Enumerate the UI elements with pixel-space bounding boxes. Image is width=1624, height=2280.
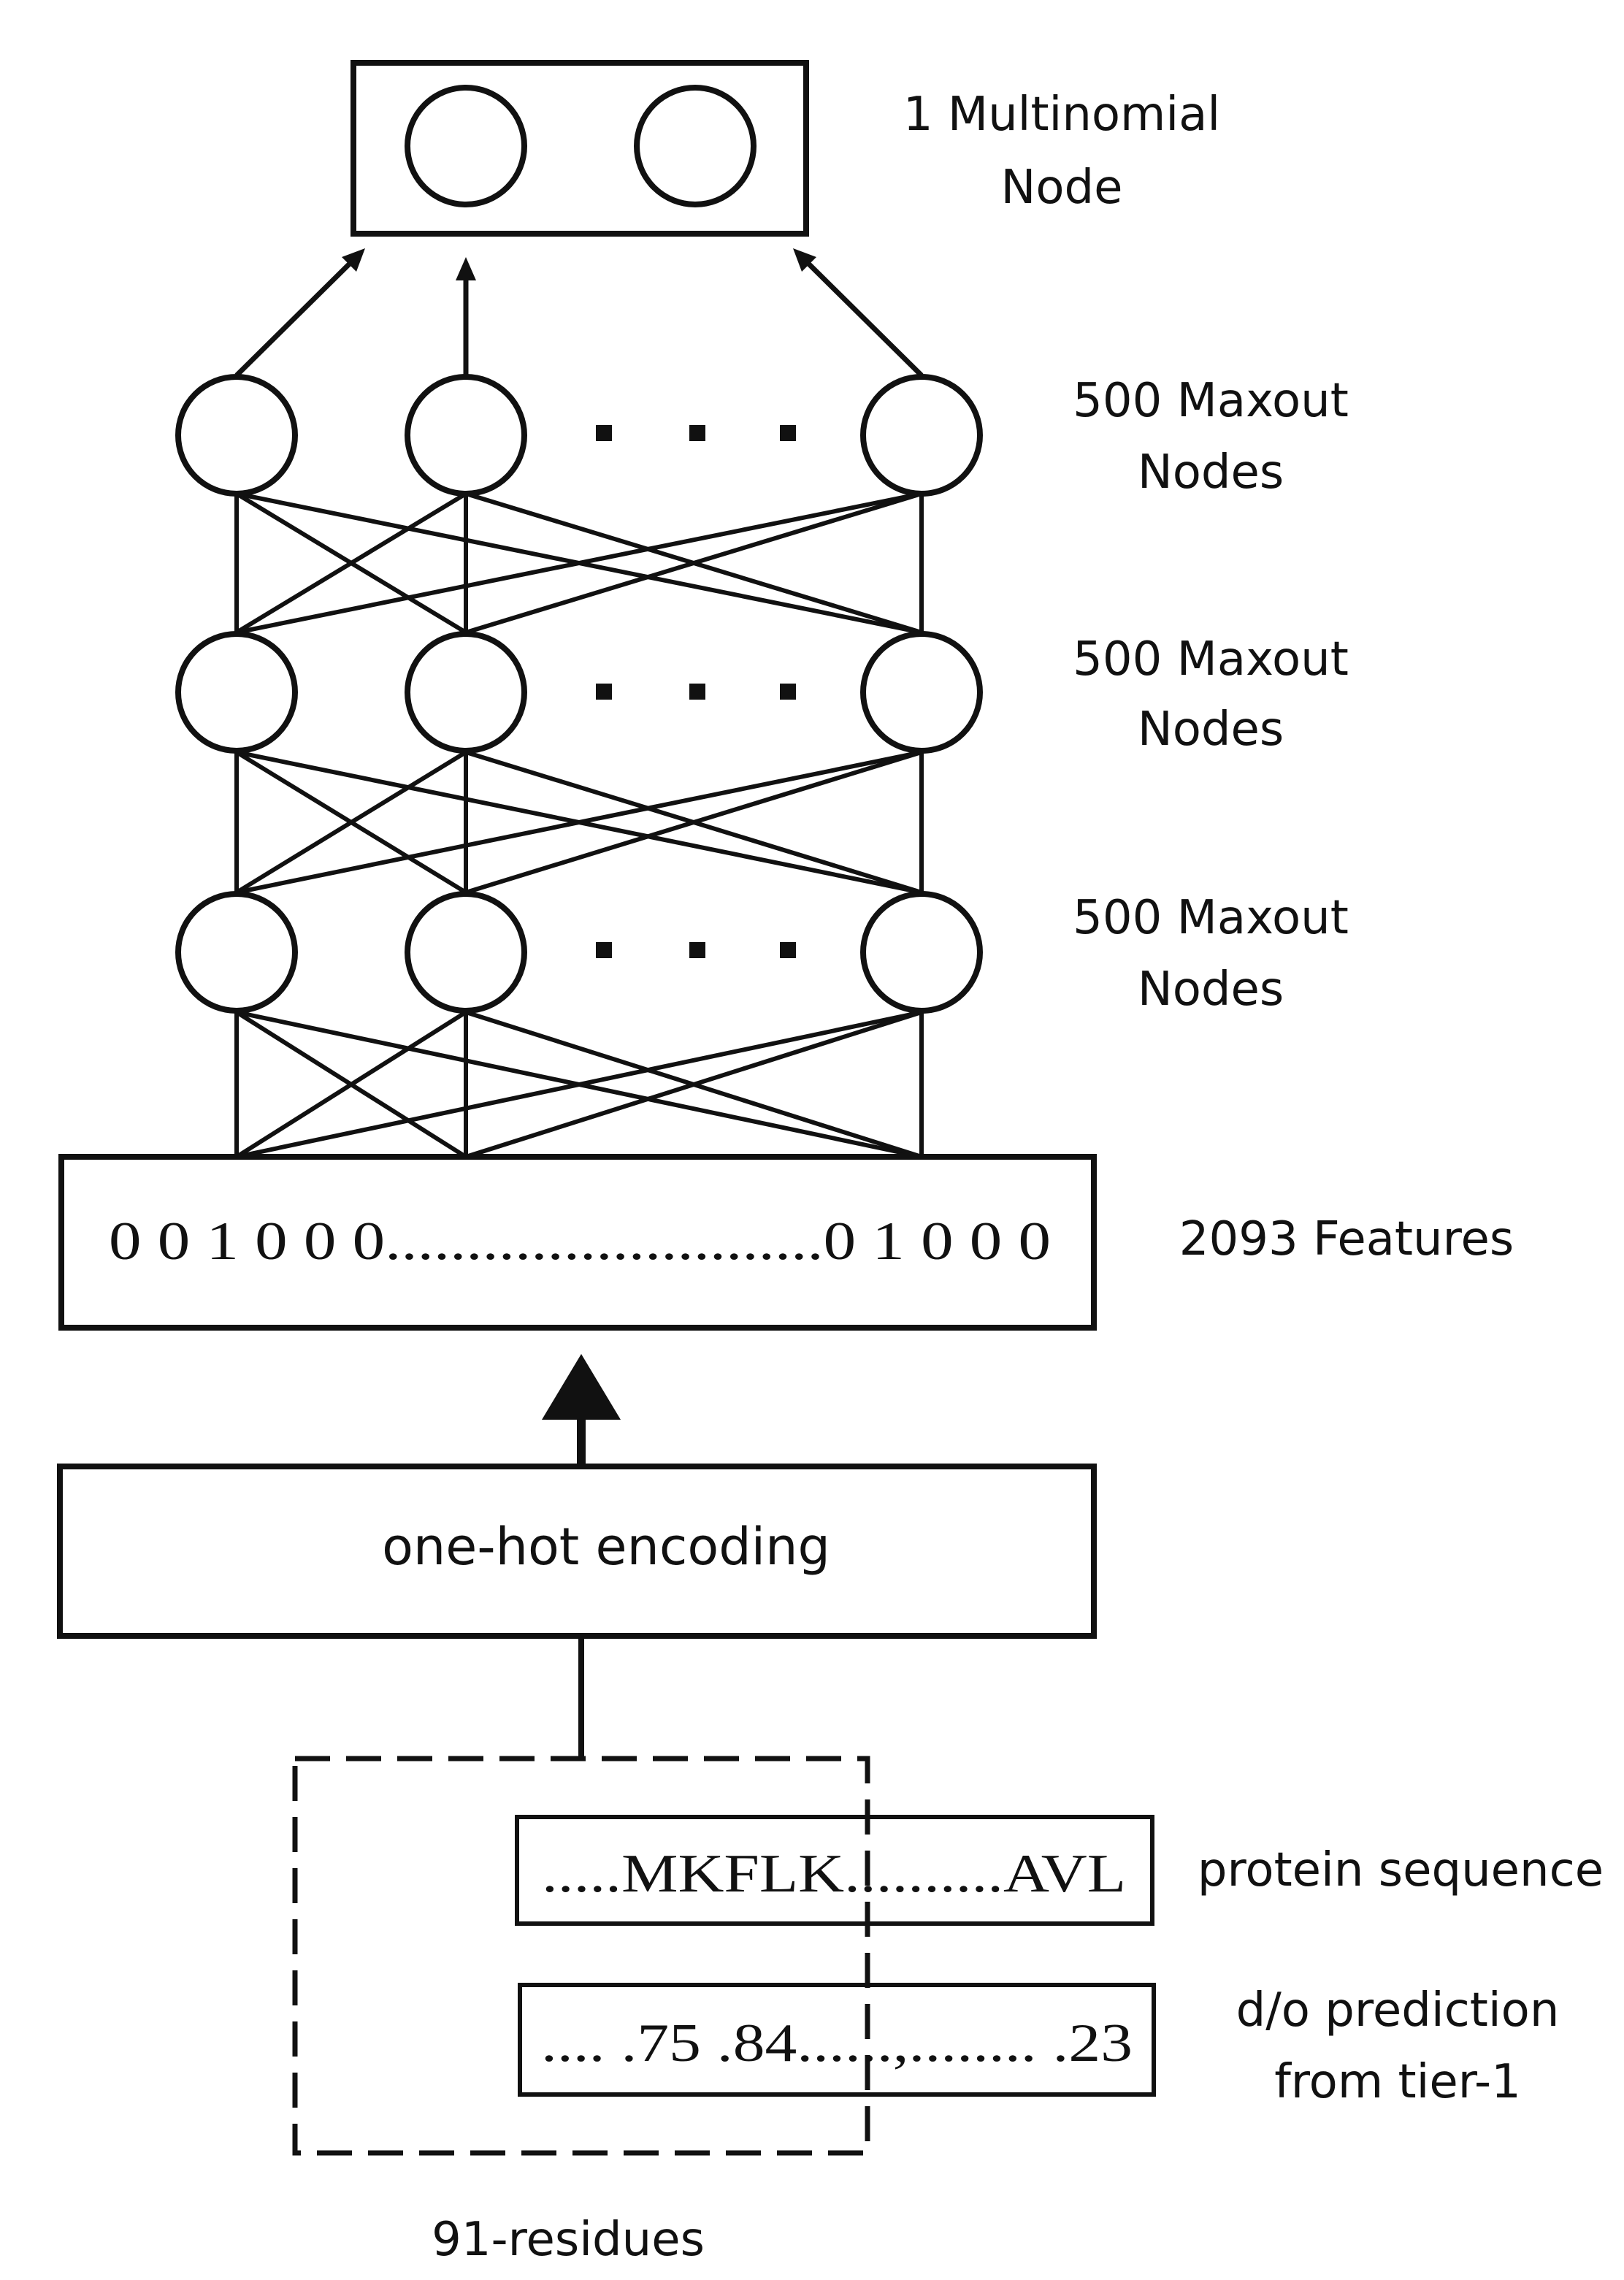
window-label: 91-residues [432,2213,705,2267]
arrow-head [456,257,476,280]
hidden-layer-3 [175,374,983,497]
output-node [405,85,527,207]
feature-layer-label: 2093 Features [1179,1212,1514,1266]
feature-layer: 0 0 1 0 0 0...........................0 … [58,1154,1097,1331]
sequence-text: .....MKFLK..........AVL [542,1844,1126,1904]
arrow-head [342,248,365,272]
output-layer-label: 1 Multinomial [903,88,1220,142]
output-layer [351,60,809,237]
sequence-label: protein sequence [1198,1843,1604,1897]
output-arrow [234,252,361,378]
ellipsis-dot [596,425,612,441]
feature-box [58,1154,1097,1331]
prediction-label-line2: from tier-1 [1274,2055,1521,2109]
hidden-layer-2 [175,631,983,754]
hidden-layer-2-label: 500 Maxout [1073,632,1349,686]
residue-window [292,1756,870,2156]
connections [234,491,924,1159]
arrow-head [542,1354,621,1420]
encoding-block: one-hot encoding [57,1464,1097,1639]
maxout-node [175,631,298,754]
sequence-box [515,1815,1154,1926]
maxout-node [405,891,527,1014]
prediction-text: .... .75 .84......,........ .23 [541,2013,1133,2073]
ellipsis-dot [689,425,705,441]
encoding-box [57,1464,1097,1639]
output-box [351,60,809,237]
prediction-box [518,1983,1156,2097]
ellipsis-dot [689,684,705,700]
encoding-label: one-hot encoding [382,1517,830,1577]
maxout-node [860,374,983,497]
maxout-node [405,631,527,754]
ellipsis-dot [689,942,705,958]
maxout-node [405,374,527,497]
encoding-arrow [542,1354,621,1465]
ellipsis-dot [596,684,612,700]
arrow-head [793,248,816,272]
output-arrow [797,252,924,378]
output-arrows [234,248,924,378]
maxout-node [860,631,983,754]
output-layer-label-line2: Node [1000,161,1122,215]
hidden-layer-1-label-line2: Nodes [1138,963,1284,1017]
maxout-node [175,891,298,1014]
ellipsis-dot [780,684,796,700]
hidden-layer-2-label-line2: Nodes [1138,703,1284,757]
ellipsis-dot [596,942,612,958]
feature-vector: 0 0 1 0 0 0...........................0 … [109,1212,1051,1271]
ellipsis-dot [780,425,796,441]
hidden-layer-1-label: 500 Maxout [1073,891,1349,945]
hidden-layer-3-label-line2: Nodes [1138,445,1284,500]
hidden-layer-3-label: 500 Maxout [1073,374,1349,428]
output-node [634,85,757,207]
ellipsis-dot [780,942,796,958]
maxout-node [860,891,983,1014]
hidden-layer-1 [175,891,983,1014]
input-block: .....MKFLK..........AVL .... .75 .84....… [292,1756,1156,2156]
prediction-label: d/o prediction [1236,1983,1560,2038]
maxout-node [175,374,298,497]
